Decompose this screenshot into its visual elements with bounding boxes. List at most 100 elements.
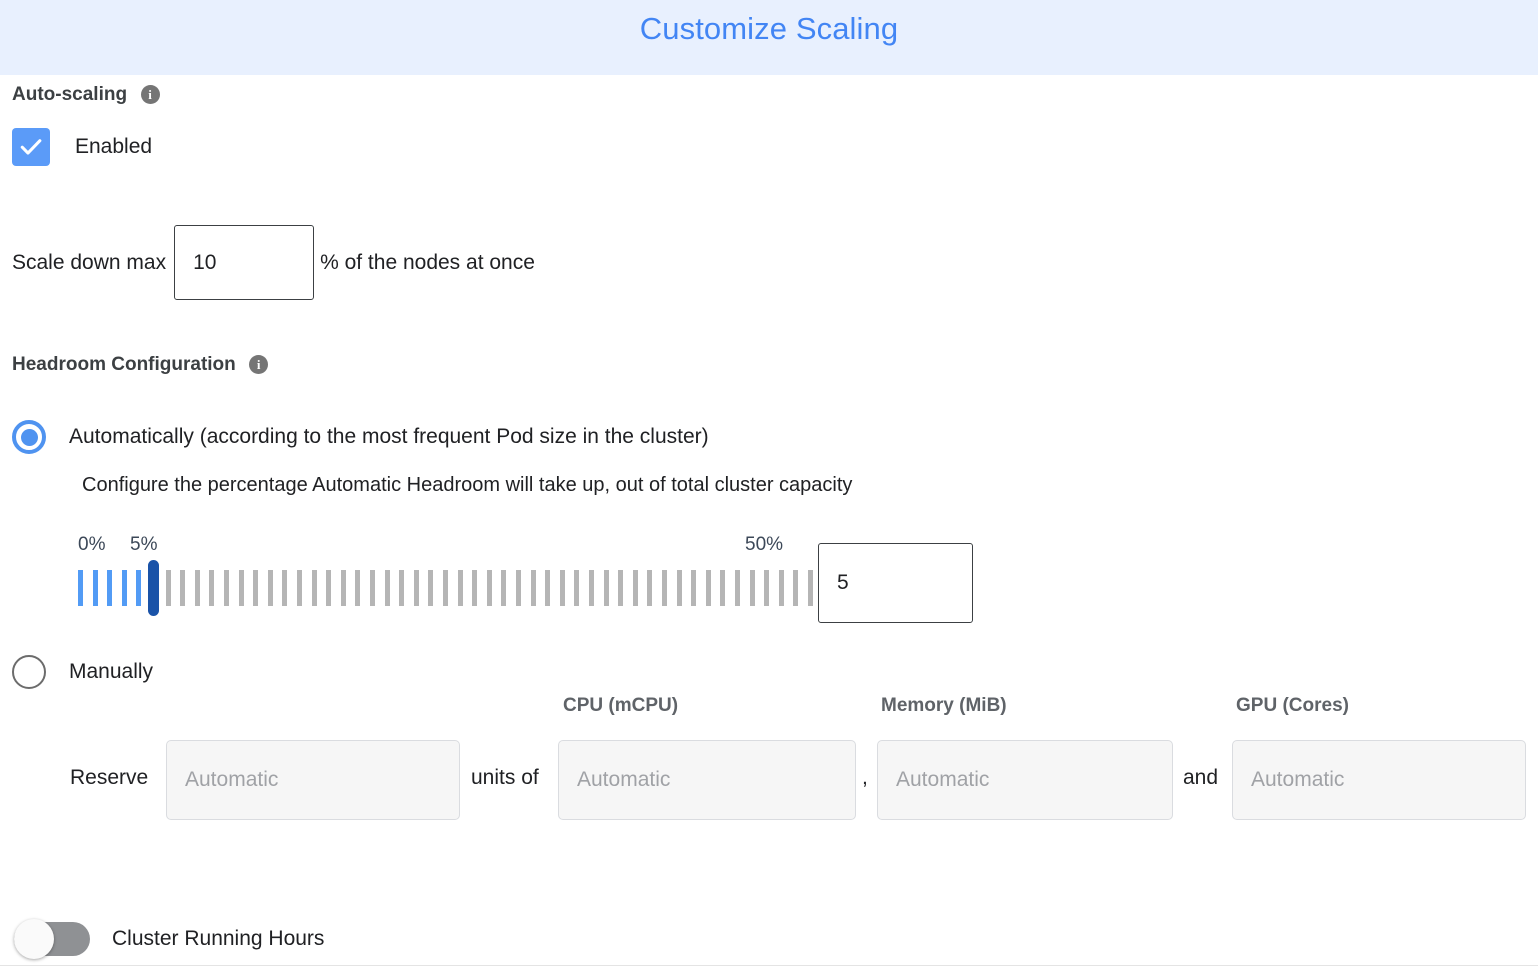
slider-tick[interactable] — [574, 570, 580, 606]
auto-scaling-enabled-row[interactable]: Enabled — [12, 128, 160, 166]
dialog-header: Customize Scaling — [0, 0, 1538, 75]
slider-tick[interactable] — [559, 570, 565, 606]
slider-tick[interactable] — [78, 570, 83, 606]
slider-tick[interactable] — [647, 570, 653, 606]
slider-tick[interactable] — [749, 570, 755, 606]
reserve-and-label: and — [1183, 766, 1219, 789]
slider-tick[interactable] — [209, 570, 215, 606]
slider-tick[interactable] — [370, 570, 375, 606]
reserve-cpu-input[interactable] — [558, 740, 856, 820]
reserve-memory-input[interactable] — [877, 740, 1173, 820]
slider-track[interactable] — [78, 560, 813, 616]
slider-tick[interactable] — [92, 570, 98, 606]
auto-scaling-enabled-label: Enabled — [75, 135, 153, 158]
cluster-running-hours-toggle[interactable] — [14, 919, 90, 959]
auto-scaling-enabled-checkbox[interactable] — [12, 128, 50, 166]
radio-manually[interactable] — [12, 655, 46, 689]
reserve-comma-separator: , — [862, 766, 868, 789]
scale-down-max-suffix-label: % of the nodes at once — [320, 250, 535, 274]
scale-down-max-input[interactable] — [174, 225, 315, 300]
slider-tick[interactable] — [676, 570, 682, 606]
slider-tick[interactable] — [413, 570, 419, 606]
slider-tick[interactable] — [589, 570, 594, 606]
slider-tick[interactable] — [180, 570, 186, 606]
headroom-configuration-label: Headroom Configuration — [12, 354, 236, 375]
page-title: Customize Scaling — [639, 10, 899, 46]
slider-tick[interactable] — [121, 570, 127, 606]
slider-tick[interactable] — [808, 570, 813, 606]
reserve-units-input[interactable] — [166, 740, 460, 820]
slider-tick[interactable] — [267, 570, 273, 606]
cluster-running-hours-label: Cluster Running Hours — [112, 927, 325, 950]
slider-tick[interactable] — [545, 570, 551, 606]
headroom-option-manual-label: Manually — [69, 660, 154, 683]
slider-tick[interactable] — [340, 570, 346, 606]
slider-tick[interactable] — [399, 570, 405, 606]
slider-tick[interactable] — [516, 570, 521, 606]
reserve-gpu-input[interactable] — [1232, 740, 1526, 820]
auto-scaling-section: Auto-scaling i Enabled — [12, 84, 160, 166]
slider-tick[interactable] — [662, 570, 667, 606]
slider-tick[interactable] — [194, 570, 200, 606]
headroom-option-manual-row[interactable]: Manually — [12, 655, 153, 689]
reserve-inputs-row: Reserve units of , and — [0, 740, 1538, 820]
reserve-units-of-label: units of — [471, 766, 539, 789]
slider-tick[interactable] — [238, 570, 244, 606]
reserve-column-headers: CPU (mCPU) Memory (MiB) GPU (Cores) — [0, 695, 1538, 725]
info-icon[interactable]: i — [140, 84, 160, 104]
slider-tick[interactable] — [311, 570, 317, 606]
slider-tick[interactable] — [618, 570, 624, 606]
scale-down-max-row: Scale down max % of the nodes at once — [12, 225, 535, 300]
slider-tick[interactable] — [428, 570, 434, 606]
scale-down-max-prefix-label: Scale down max — [12, 250, 167, 274]
slider-tick[interactable] — [282, 570, 288, 606]
slider-tick[interactable] — [355, 570, 361, 606]
slider-tick[interactable] — [603, 570, 609, 606]
slider-tick[interactable] — [384, 570, 390, 606]
headroom-percentage-input[interactable] — [818, 543, 973, 623]
slider-max-label: 50% — [745, 534, 784, 555]
slider-tick[interactable] — [224, 570, 229, 606]
column-header-cpu: CPU (mCPU) — [563, 695, 679, 716]
headroom-percentage-slider[interactable]: 0% 5% 50% — [0, 534, 1538, 644]
slider-tick[interactable] — [472, 570, 478, 606]
slider-thumb[interactable] — [148, 560, 159, 616]
column-header-memory: Memory (MiB) — [881, 695, 1007, 716]
slider-tick[interactable] — [632, 570, 638, 606]
slider-tick[interactable] — [486, 570, 492, 606]
slider-min-label: 0% — [78, 534, 106, 555]
headroom-configuration-section: Headroom Configuration i Automatically (… — [12, 354, 852, 497]
slider-tick[interactable] — [443, 570, 448, 606]
slider-tick[interactable] — [735, 570, 740, 606]
check-icon — [20, 139, 42, 155]
slider-tick[interactable] — [457, 570, 463, 606]
radio-automatic[interactable] — [12, 420, 46, 454]
column-header-gpu: GPU (Cores) — [1236, 695, 1349, 716]
slider-tick[interactable] — [107, 570, 113, 606]
slider-tick[interactable] — [165, 570, 171, 606]
auto-scaling-heading-row: Auto-scaling i — [12, 84, 160, 106]
toggle-knob — [14, 919, 54, 959]
headroom-option-automatic-row[interactable]: Automatically (according to the most fre… — [12, 420, 852, 454]
slider-tick[interactable] — [297, 570, 302, 606]
slider-tick[interactable] — [793, 570, 799, 606]
headroom-heading-row: Headroom Configuration i — [12, 354, 852, 376]
headroom-option-manual-section: Manually — [12, 655, 153, 689]
slider-tick[interactable] — [136, 570, 142, 606]
slider-tick[interactable] — [253, 570, 259, 606]
slider-tick[interactable] — [501, 570, 507, 606]
reserve-label: Reserve — [70, 766, 149, 789]
slider-tick[interactable] — [720, 570, 726, 606]
slider-value-label: 5% — [130, 534, 158, 555]
cluster-running-hours-row[interactable]: Cluster Running Hours — [14, 919, 325, 959]
bottom-divider — [0, 965, 1538, 966]
slider-tick[interactable] — [705, 570, 711, 606]
slider-tick-labels: 0% 5% 50% — [0, 534, 1538, 560]
slider-tick[interactable] — [778, 570, 784, 606]
slider-tick[interactable] — [691, 570, 697, 606]
info-icon[interactable]: i — [249, 354, 269, 374]
slider-tick[interactable] — [326, 570, 332, 606]
slider-tick[interactable] — [764, 570, 770, 606]
slider-tick[interactable] — [530, 570, 536, 606]
headroom-option-automatic-label: Automatically (according to the most fre… — [69, 425, 709, 448]
